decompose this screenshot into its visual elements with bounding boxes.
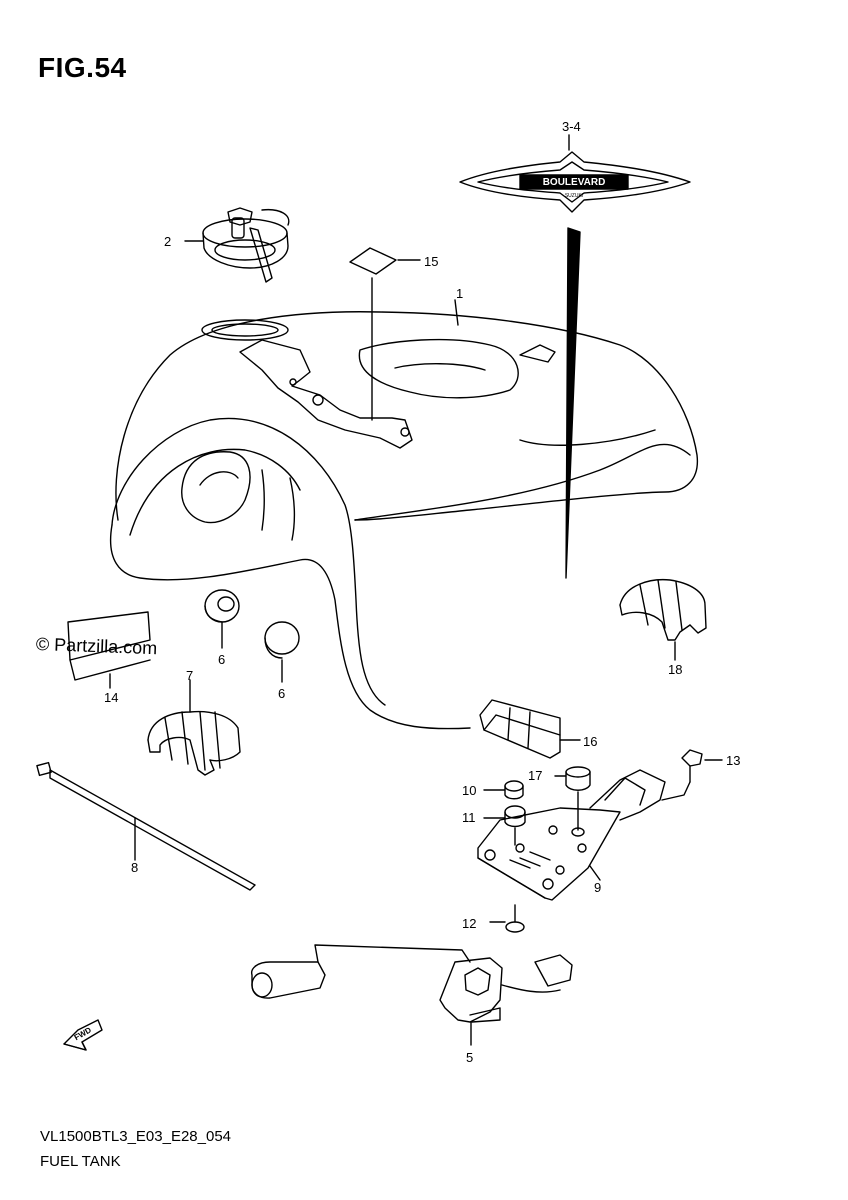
bolt-13 (661, 749, 723, 801)
fuel-tank (110, 311, 699, 730)
callout-6b: 6 (278, 686, 285, 701)
callout-18: 18 (668, 662, 682, 677)
watermark: © Partzilla.com (35, 634, 158, 659)
cushion-7 (147, 679, 241, 776)
callout-1: 1 (456, 286, 463, 301)
bracket-plate (477, 769, 666, 901)
callout-8: 8 (131, 860, 138, 875)
callout-10: 10 (462, 783, 476, 798)
grommet-b (264, 621, 300, 683)
callout-12: 12 (462, 916, 476, 931)
model-code: VL1500BTL3_E03_E28_054 (40, 1128, 232, 1145)
forward-arrow-icon (63, 1019, 103, 1051)
emblem-pointer (565, 227, 581, 579)
callout-9: 9 (594, 880, 601, 895)
callout-13: 13 (726, 753, 740, 768)
cushion-16 (479, 699, 581, 759)
callout-7: 7 (186, 668, 193, 683)
callout-17: 17 (528, 768, 542, 783)
callout-14: 14 (104, 690, 118, 705)
fuel-cap (184, 207, 290, 283)
fuel-level-sensor (251, 944, 573, 1046)
part-group-name: FUEL TANK (40, 1153, 121, 1170)
washer-11 (483, 805, 526, 846)
rubber-17 (554, 766, 591, 831)
cable-tie (36, 761, 256, 891)
leader-1 (454, 299, 459, 326)
sticker-label (349, 247, 421, 421)
callout-15: 15 (424, 254, 438, 269)
callout-16: 16 (583, 734, 597, 749)
callout-2: 2 (164, 234, 171, 249)
emblem-subtext: SUZUKI (565, 193, 583, 199)
grommet-a (204, 589, 240, 649)
emblem-boulevard (459, 134, 691, 213)
screw-12 (489, 904, 525, 933)
callout-11: 11 (462, 810, 476, 825)
figure-title: FIG.54 (38, 52, 127, 83)
sticker-14 (67, 611, 151, 689)
callout-3-4: 3-4 (562, 119, 581, 134)
emblem-text: BOULEVARD (543, 177, 606, 188)
cushion-18 (619, 578, 707, 661)
nut-10 (483, 780, 524, 800)
callout-5: 5 (466, 1050, 473, 1065)
callout-6a: 6 (218, 652, 225, 667)
